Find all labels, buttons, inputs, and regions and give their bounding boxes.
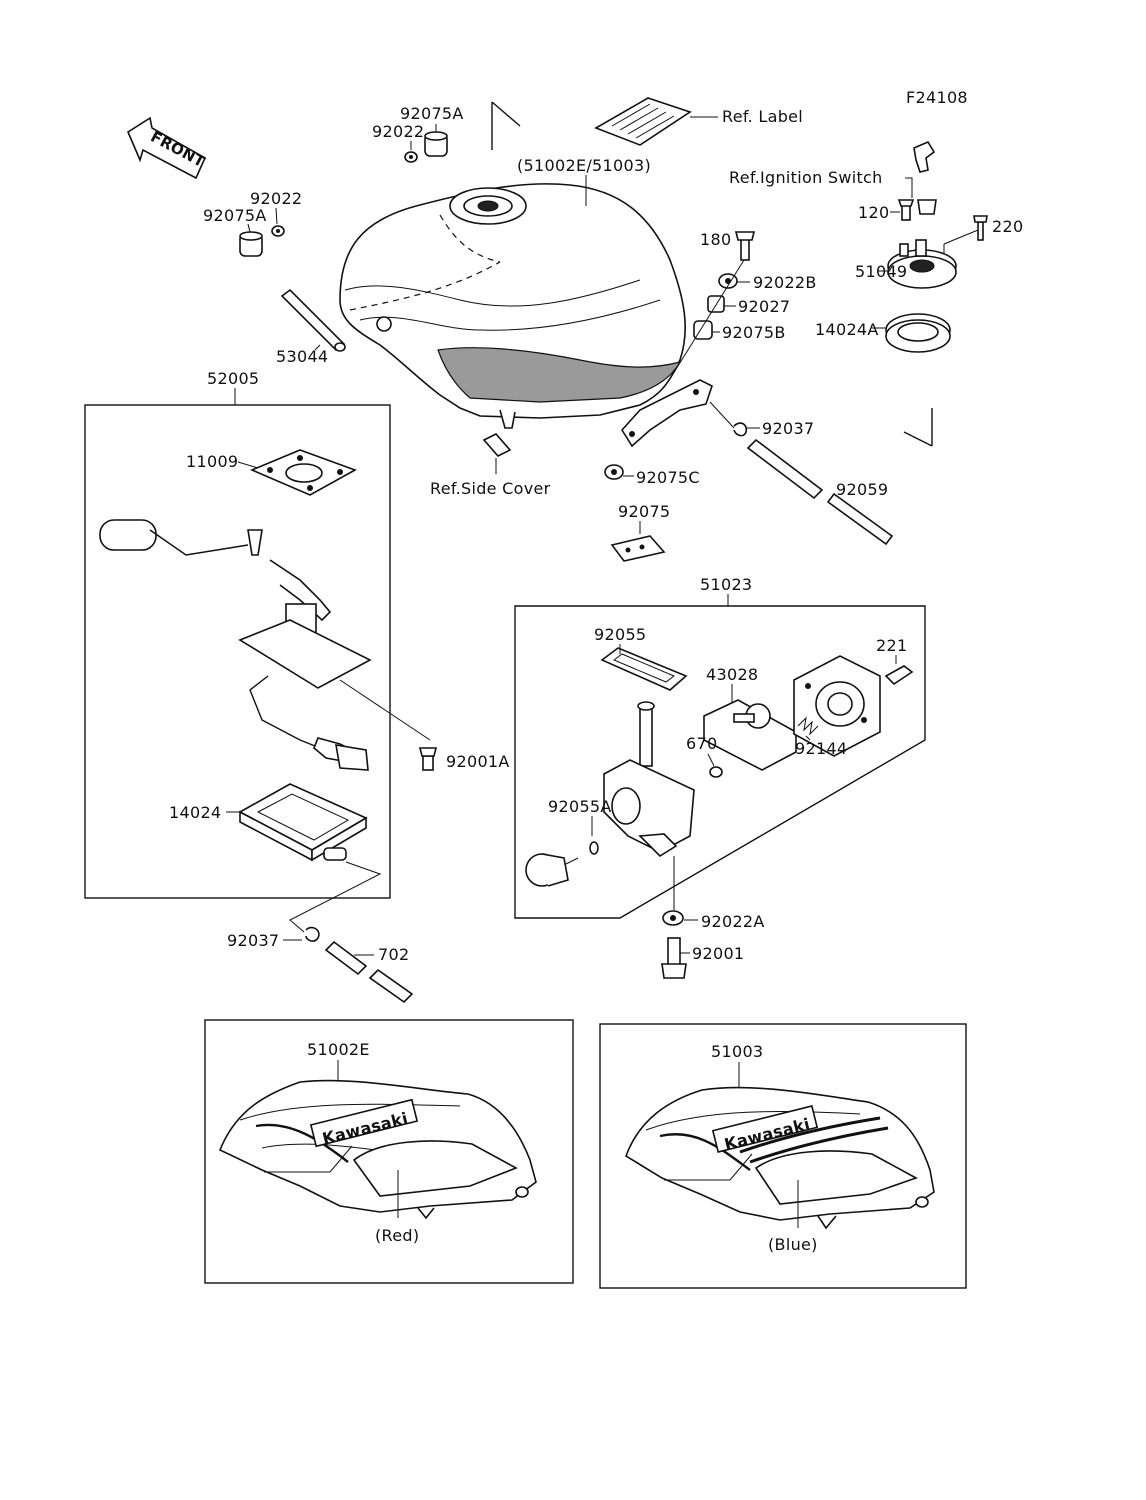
- hose-icon: [280, 288, 346, 352]
- cushion-icon: [610, 535, 666, 562]
- part-52005: 52005: [207, 369, 259, 388]
- fuel-valve-icon: [603, 701, 695, 858]
- gasket-ring-icon: [885, 313, 951, 353]
- front-arrow-icon: FRONT: [126, 116, 208, 180]
- bolt-icon: [418, 747, 438, 771]
- washer-icon: [718, 273, 738, 289]
- hose-icon: [746, 438, 894, 546]
- clamp-icon: [305, 926, 320, 942]
- variant-box-red: [204, 1019, 574, 1284]
- tank-bracket-icon: [621, 379, 713, 448]
- part-92027: 92027: [738, 297, 790, 316]
- part-92037-left: 92037: [227, 931, 279, 950]
- ref-ignition-switch-text: Ref.Ignition Switch: [729, 168, 883, 187]
- part-92075A-left: 92075A: [203, 206, 267, 225]
- key-icon: [913, 140, 936, 173]
- pump-assy-box: [84, 404, 391, 899]
- spring-icon: [797, 716, 819, 736]
- part-702: 702: [378, 945, 409, 964]
- screw-icon: [884, 665, 914, 686]
- ref-side-cover-text: Ref.Side Cover: [430, 479, 551, 498]
- part-92022-left: 92022: [250, 189, 302, 208]
- part-53044: 53044: [276, 347, 328, 366]
- color-red: (Red): [375, 1226, 419, 1245]
- grommet-icon: [239, 231, 263, 257]
- part-92075B: 92075B: [722, 323, 786, 342]
- grommet-icon: [424, 131, 448, 157]
- hose-icon: [324, 940, 414, 1004]
- clamp-icon: [733, 422, 748, 437]
- part-92001A: 92001A: [446, 752, 510, 771]
- part-92144: 92144: [795, 739, 847, 758]
- fuel-valve-box: [514, 605, 926, 919]
- part-92075C: 92075C: [636, 468, 700, 487]
- o-ring-icon: [589, 841, 599, 855]
- bolt-icon: [661, 937, 687, 979]
- part-92022B: 92022B: [753, 273, 817, 292]
- washer-icon: [271, 225, 285, 237]
- part-92001: 92001: [692, 944, 744, 963]
- grommet-icon: [693, 320, 713, 340]
- part-51023: 51023: [700, 575, 752, 594]
- part-92022A: 92022A: [701, 912, 765, 931]
- part-92055: 92055: [594, 625, 646, 644]
- bolt-icon: [734, 231, 756, 261]
- part-51002E: 51002E: [307, 1040, 370, 1059]
- part-92055A: 92055A: [548, 797, 612, 816]
- bolt-icon: [973, 215, 988, 241]
- part-92059: 92059: [836, 480, 888, 499]
- bracket-mark: [491, 101, 521, 150]
- valve-cover-icon: [793, 655, 881, 757]
- label-sticker-icon: [594, 97, 692, 146]
- washer-icon: [404, 151, 418, 163]
- valve-plate-icon: [703, 699, 797, 771]
- tank-assy-label: (51002E/51003): [517, 156, 651, 175]
- knob-icon: [525, 853, 579, 887]
- o-ring-icon: [709, 766, 723, 778]
- grommet-icon: [482, 433, 512, 457]
- part-92022-top: 92022: [372, 122, 424, 141]
- part-51003: 51003: [711, 1042, 763, 1061]
- part-92075: 92075: [618, 502, 670, 521]
- gasket-icon: [600, 647, 688, 691]
- part-11009: 11009: [186, 452, 238, 471]
- figure-code: F24108: [906, 88, 968, 107]
- tank-red-drawing: Kawasaki: [218, 1079, 537, 1220]
- part-670: 670: [686, 734, 717, 753]
- part-92075A-top: 92075A: [400, 104, 464, 123]
- cap-ring-icon: [887, 239, 957, 289]
- ref-label-text: Ref. Label: [722, 107, 803, 126]
- collar-icon: [707, 295, 725, 313]
- tank-blue-drawing: Kawasaki: [625, 1086, 935, 1230]
- part-43028: 43028: [706, 665, 758, 684]
- part-120: 120: [858, 203, 889, 222]
- washer-icon: [662, 910, 684, 926]
- diaphragm-icon: [733, 703, 771, 729]
- part-14024A: 14024A: [815, 320, 879, 339]
- grommet-icon: [604, 464, 624, 480]
- bolt-icon: [897, 199, 915, 221]
- plate-icon: [249, 449, 357, 496]
- fuel-tank-drawing: [339, 183, 686, 429]
- bracket-mark: [903, 408, 933, 447]
- part-92037-right: 92037: [762, 419, 814, 438]
- part-14024: 14024: [169, 803, 221, 822]
- screw-icon: [917, 199, 937, 215]
- pump-case-icon: [238, 783, 368, 862]
- fuel-pump-icon: [99, 519, 372, 771]
- variant-box-blue: [599, 1023, 967, 1289]
- part-221: 221: [876, 636, 907, 655]
- part-180: 180: [700, 230, 731, 249]
- color-blue: (Blue): [768, 1235, 818, 1254]
- part-220: 220: [992, 217, 1023, 236]
